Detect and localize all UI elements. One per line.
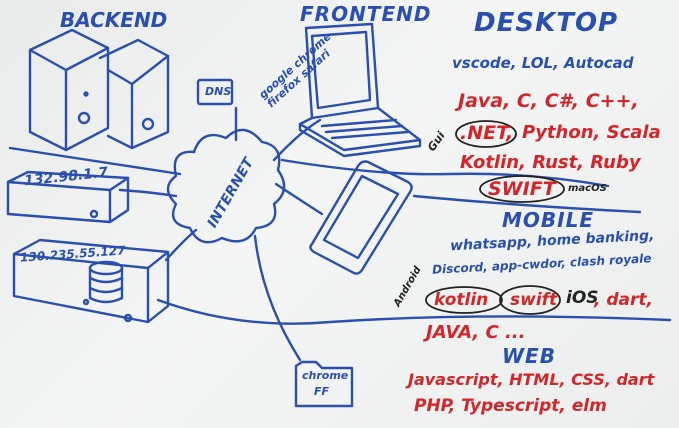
web-row2: PHP, Typescript, elm	[414, 396, 607, 416]
desktop-dotnet: .NET,	[460, 122, 514, 144]
tablet	[309, 160, 413, 275]
section-dividers	[280, 158, 642, 214]
dns-box	[196, 78, 234, 106]
laptop	[298, 22, 422, 158]
server-cube-1	[28, 28, 110, 152]
server-cube-2	[98, 38, 170, 150]
desktop-langs-row1: Java, C, C#, C++,	[458, 90, 639, 112]
chrome-label: chrome	[302, 369, 349, 382]
mobile-title: MOBILE	[502, 208, 594, 232]
mobile-swift: swift	[510, 290, 558, 310]
web-title: WEB	[502, 344, 556, 368]
chrome-ff-folder	[294, 360, 354, 408]
ff-label: FF	[314, 385, 330, 398]
desktop-tools: vscode, LOL, Autocad	[452, 54, 634, 72]
desktop-langs-row3: Kotlin, Rust, Ruby	[460, 152, 641, 173]
desktop-langs-row2: Python, Scala	[522, 122, 661, 143]
mobile-row2: JAVA, C ...	[426, 322, 526, 343]
desktop-side-right: macOS	[568, 183, 607, 194]
circled-keywords	[425, 120, 565, 315]
mobile-kotlin: kotlin	[434, 290, 489, 310]
dns-label: DNS	[205, 85, 232, 98]
web-row1: Javascript, HTML, CSS, dart	[408, 370, 655, 389]
flat-server-1	[6, 170, 130, 224]
desktop-swift: SWIFT	[488, 178, 556, 200]
frontend-title: FRONTEND	[300, 2, 432, 26]
desktop-title: DESKTOP	[474, 8, 619, 38]
mobile-ios: iOS	[566, 288, 599, 308]
internet-cloud	[166, 128, 286, 244]
flat-server-2	[12, 238, 170, 324]
mobile-dart: , dart,	[594, 290, 653, 310]
connection-lines	[8, 106, 672, 362]
backend-title: BACKEND	[60, 8, 168, 32]
